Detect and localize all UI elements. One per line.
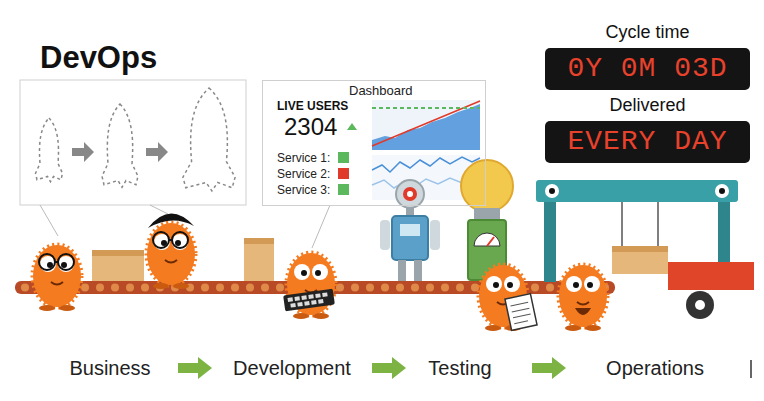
rocket-sketch	[36, 118, 63, 182]
flow-arrow	[178, 357, 212, 379]
up-indicator	[347, 123, 357, 130]
flow-arrow	[372, 357, 406, 379]
keyboard	[283, 289, 335, 312]
parcel	[92, 250, 144, 281]
metric-value: 2304	[284, 113, 485, 141]
status-square	[338, 152, 349, 163]
led-text: 0Y 0M 03D	[567, 53, 727, 85]
stage-holder: Development	[233, 356, 351, 380]
delivery-display: DeliveredEVERY DAY	[545, 93, 750, 163]
clipboard-lines	[511, 302, 532, 323]
panel-text: Service 1:	[277, 150, 485, 166]
stage-holder: Testing	[428, 356, 491, 380]
stage-arrows	[178, 357, 566, 379]
rocket-sketch	[102, 104, 138, 187]
display-heading: Cycle time	[545, 20, 750, 44]
team-members	[33, 213, 607, 331]
panel-text: LIVE USERS	[277, 99, 485, 113]
chart-area	[372, 100, 480, 150]
status-square	[338, 168, 349, 179]
stage-holder: Operations	[606, 356, 704, 380]
panel-heading: Dashboard	[349, 81, 485, 99]
stage-label: Development	[233, 356, 351, 380]
led-text: EVERY DAY	[567, 126, 727, 158]
panel-text: Service 3:	[277, 182, 485, 198]
cursor-mark	[750, 360, 752, 378]
evolution-panel	[20, 80, 246, 205]
stage-label: Testing	[428, 356, 491, 380]
dashboard-panel: DashboardLIVE USERS2304Service 1:Service…	[262, 80, 486, 206]
trend-line	[372, 101, 480, 146]
hair	[148, 213, 194, 228]
glasses	[39, 254, 74, 270]
stage-holder: Business	[69, 356, 150, 380]
clipboard	[505, 294, 537, 331]
developer-monster	[147, 223, 195, 289]
idea-bulb	[461, 160, 513, 280]
led-display: 0Y 0M 03D	[545, 48, 750, 90]
test-robot	[380, 180, 440, 281]
title-holder: DevOps	[40, 40, 157, 76]
step-arrow	[72, 142, 94, 162]
glasses	[153, 232, 188, 248]
leader-line	[150, 205, 168, 214]
step-arrow	[146, 142, 168, 162]
parcel-lid	[92, 250, 144, 256]
chart-line	[372, 157, 480, 172]
title: DevOps	[40, 40, 157, 76]
leader-line	[312, 205, 330, 248]
business-monster	[33, 245, 81, 311]
flow-arrow	[532, 357, 566, 379]
parcel	[244, 238, 274, 281]
rocket-sketch	[183, 88, 235, 191]
ops-monster	[559, 265, 607, 331]
display-heading: Delivered	[545, 93, 750, 117]
beard	[575, 308, 591, 315]
chart-fill	[372, 104, 480, 150]
keys	[288, 292, 329, 307]
led-display: EVERY DAY	[545, 121, 750, 163]
leader-line	[40, 205, 58, 236]
target-line	[372, 107, 480, 109]
cycle-time-display: Cycle time 0Y 0M 03D	[545, 20, 750, 90]
panel-text: Service 2:	[277, 166, 485, 182]
parcel-lid	[244, 238, 274, 244]
stage-label: Business	[69, 356, 150, 380]
status-square	[338, 184, 349, 195]
stage-label: Operations	[606, 356, 704, 380]
panel-frame	[20, 80, 246, 205]
